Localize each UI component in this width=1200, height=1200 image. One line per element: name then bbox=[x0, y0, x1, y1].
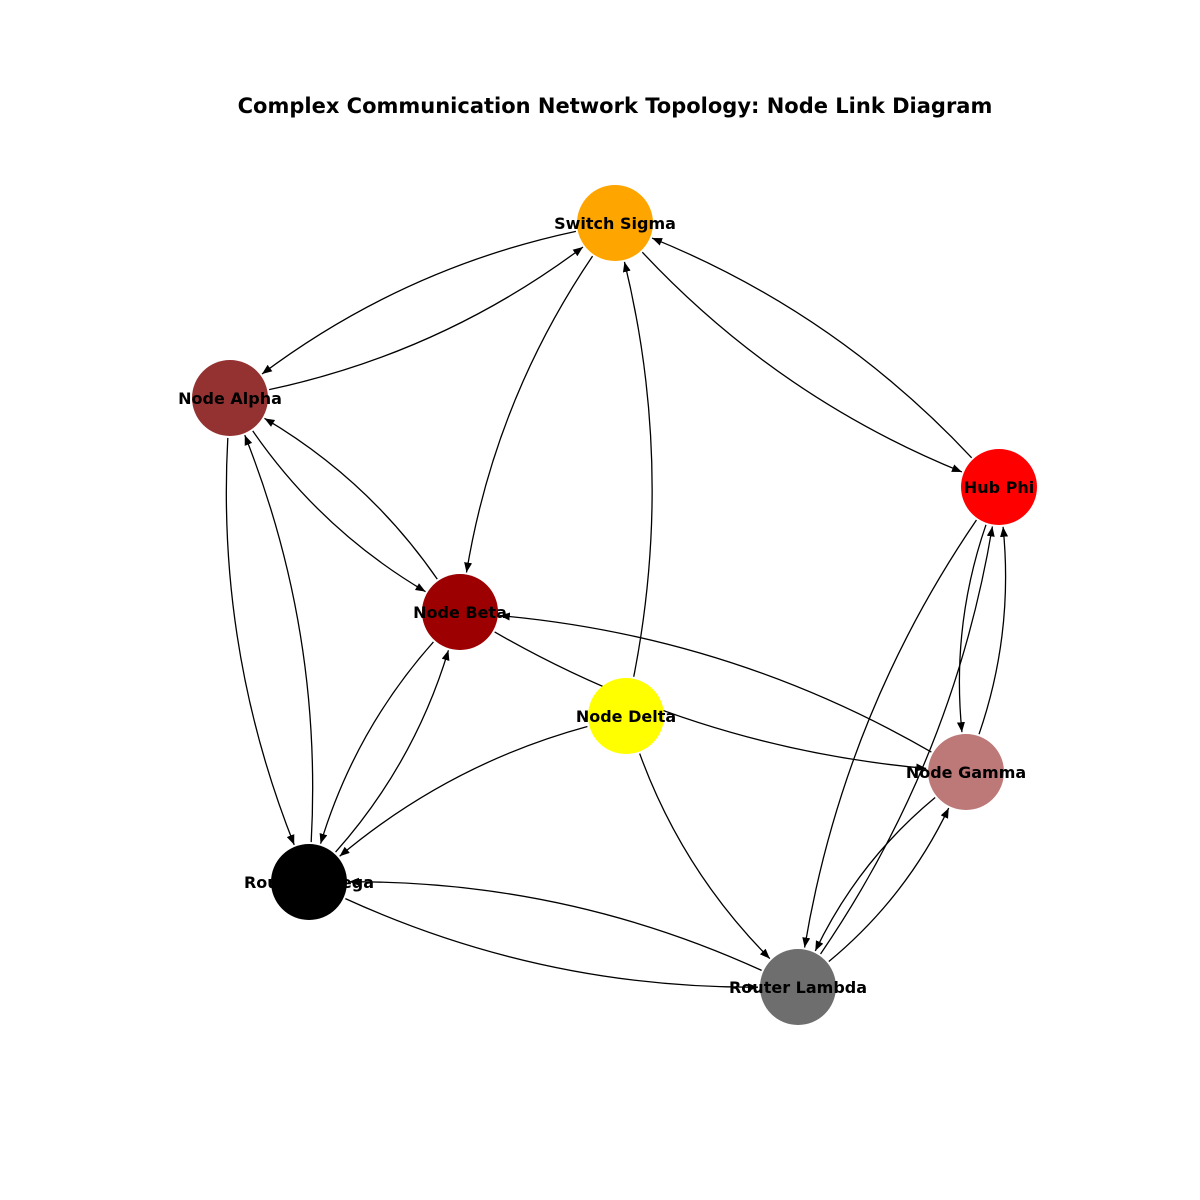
edge-node_gamma-to-hub_phi bbox=[978, 526, 1009, 735]
edge-router_omega-to-node_beta bbox=[335, 650, 450, 853]
edge-router_lambda-to-hub_phi bbox=[820, 526, 995, 955]
edge-hub_phi-to-switch_sigma bbox=[651, 237, 973, 459]
edge-router_lambda-to-router_omega bbox=[348, 877, 762, 971]
edge-node_alpha-to-switch_sigma bbox=[268, 246, 584, 391]
node-circle-node_delta bbox=[588, 678, 664, 754]
edge-node_delta-to-switch_sigma bbox=[622, 261, 653, 677]
edge-router_omega-to-node_alpha bbox=[244, 434, 314, 843]
node-router_lambda: Router Lambda bbox=[729, 949, 867, 1025]
edge-hub_phi-to-router_lambda bbox=[802, 519, 977, 948]
edge-hub_phi-to-node_gamma bbox=[956, 524, 987, 733]
edge-switch_sigma-to-node_beta bbox=[464, 255, 594, 573]
node-circle-node_beta bbox=[422, 574, 498, 650]
edge-node_gamma-to-router_lambda bbox=[814, 796, 936, 952]
node-node_alpha: Node Alpha bbox=[178, 360, 282, 436]
edge-node_delta-to-router_lambda bbox=[639, 753, 771, 960]
edge-switch_sigma-to-node_alpha bbox=[261, 230, 577, 375]
node-label-node_gamma: Node Gamma bbox=[906, 763, 1026, 782]
diagram-title: Complex Communication Network Topology: … bbox=[237, 94, 993, 118]
edge-router_omega-to-router_lambda bbox=[345, 898, 759, 992]
edge-node_delta-to-router_omega bbox=[339, 725, 588, 857]
node-label-node_beta: Node Beta bbox=[413, 603, 507, 622]
edge-router_lambda-to-node_gamma bbox=[828, 807, 950, 963]
edge-node_alpha-to-router_omega bbox=[225, 437, 295, 846]
edge-switch_sigma-to-hub_phi bbox=[641, 251, 963, 473]
node-label-node_delta: Node Delta bbox=[576, 707, 676, 726]
node-circle-node_alpha bbox=[192, 360, 268, 436]
edges-layer bbox=[225, 230, 1009, 992]
node-circle-router_lambda bbox=[760, 949, 836, 1025]
edge-node_gamma-to-node_beta bbox=[499, 612, 932, 753]
node-circle-hub_phi bbox=[961, 449, 1037, 525]
node-circle-node_gamma bbox=[928, 734, 1004, 810]
node-switch_sigma: Switch Sigma bbox=[554, 185, 676, 261]
node-label-router_omega: Router Omega bbox=[244, 873, 374, 892]
node-node_gamma: Node Gamma bbox=[906, 734, 1026, 810]
node-label-node_alpha: Node Alpha bbox=[178, 389, 282, 408]
node-node_beta: Node Beta bbox=[413, 574, 507, 650]
node-router_omega: Router Omega bbox=[244, 844, 374, 920]
edge-node_beta-to-node_alpha bbox=[264, 417, 438, 580]
edge-node_beta-to-router_omega bbox=[319, 641, 434, 844]
node-label-hub_phi: Hub Phi bbox=[964, 478, 1034, 497]
node-node_delta: Node Delta bbox=[576, 678, 676, 754]
node-circle-switch_sigma bbox=[577, 185, 653, 261]
edge-node_beta-to-node_gamma bbox=[494, 631, 927, 772]
node-circle-router_omega bbox=[271, 844, 347, 920]
node-label-router_lambda: Router Lambda bbox=[729, 978, 867, 997]
edge-node_alpha-to-node_beta bbox=[252, 430, 426, 593]
node-label-switch_sigma: Switch Sigma bbox=[554, 214, 676, 233]
node-hub_phi: Hub Phi bbox=[961, 449, 1037, 525]
